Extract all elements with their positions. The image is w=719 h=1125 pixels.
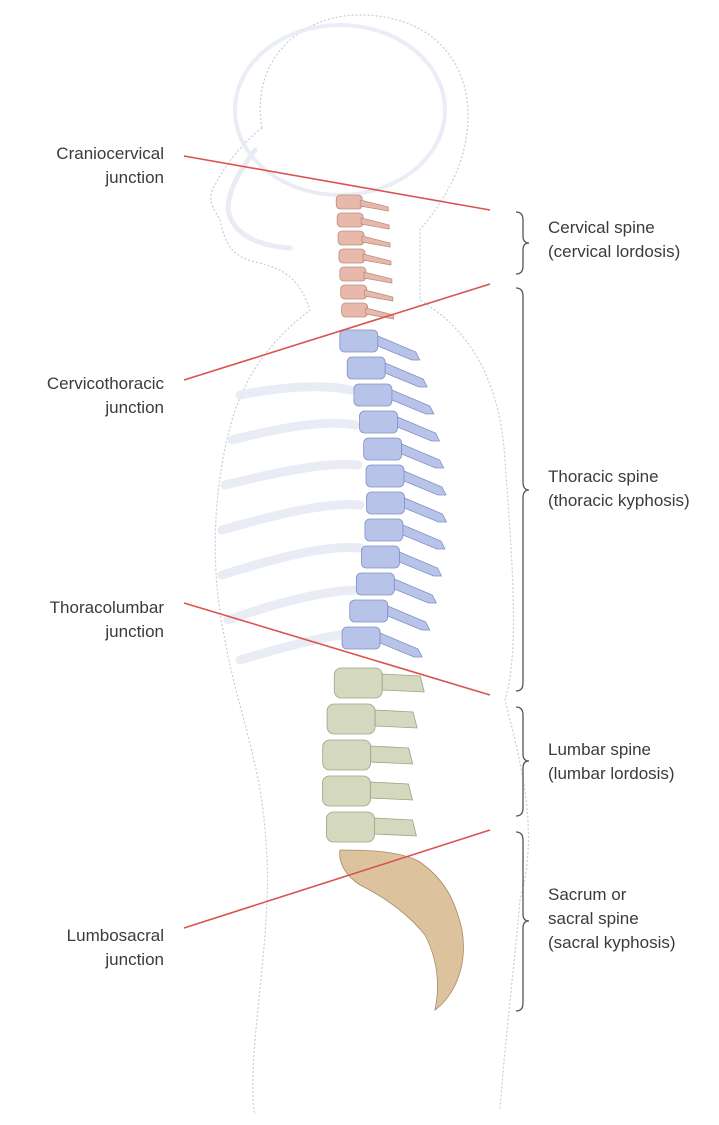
cervical-vertebra [340, 284, 368, 300]
craniocervical-junction-label: Craniocervical junction [20, 142, 164, 190]
label-line: junction [105, 622, 164, 641]
thoracic-vertebra [353, 383, 393, 407]
thoracic-process [377, 335, 421, 361]
thoracic-process [391, 389, 435, 415]
craniocervical-junction-line [183, 155, 491, 211]
lumbar-vertebra [322, 739, 372, 771]
thoracic-vertebra [364, 518, 404, 542]
label-line: junction [105, 168, 164, 187]
thoracic-vertebra [355, 572, 395, 596]
label-line: Cervical spine [548, 218, 655, 237]
thoracolumbar-junction-line [183, 602, 491, 696]
thoracic-spine-label: Thoracic spine (thoracic kyphosis) [548, 465, 690, 513]
label-line: Craniocervical [56, 144, 164, 163]
label-line: sacral spine [548, 909, 639, 928]
thoracic-vertebra [366, 491, 405, 515]
thoracic-vertebra [359, 410, 398, 434]
thoracic-process [384, 362, 428, 388]
lumbosacral-junction-line [183, 829, 491, 929]
cervical-process [361, 235, 391, 248]
lumbar-vertebra [322, 775, 371, 807]
thoracic-vertebra [339, 329, 379, 353]
cervical-spine-label: Cervical spine (cervical lordosis) [548, 216, 680, 264]
label-line: (lumbar lordosis) [548, 764, 675, 783]
body-outline [210, 14, 529, 1116]
cervicothoracic-junction-line [183, 283, 491, 381]
thoracic-process [399, 551, 443, 577]
lumbar-spine-label: Lumbar spine (lumbar lordosis) [548, 738, 675, 786]
lumbar-process [370, 781, 413, 801]
label-line: Sacrum or [548, 885, 627, 904]
thoracic-process [404, 497, 448, 523]
thoracic-process [397, 416, 441, 442]
spine [322, 194, 464, 1011]
label-line: (thoracic kyphosis) [548, 491, 690, 510]
cervical-process [362, 253, 392, 266]
thoracic-vertebra [361, 545, 400, 569]
cervical-vertebra [338, 248, 366, 264]
cervical-vertebra [336, 212, 364, 228]
lumbar-bracket [515, 706, 530, 817]
cervical-process [359, 199, 389, 212]
thoracic-vertebra [363, 437, 403, 461]
lumbar-process [374, 817, 417, 837]
thoracic-bracket [515, 287, 530, 692]
label-line: Thoracic spine [548, 467, 659, 486]
thoracic-process [393, 578, 437, 604]
junction-lines [183, 155, 491, 929]
thoracolumbar-junction-label: Thoracolumbar junction [10, 596, 164, 644]
cervical-process [365, 307, 395, 320]
label-line: junction [105, 950, 164, 969]
thoracic-process [402, 524, 446, 550]
cervical-vertebra [341, 302, 369, 318]
thoracic-process [387, 605, 431, 631]
cervical-vertebra [339, 266, 367, 282]
thoracic-process [379, 632, 423, 658]
thoracic-vertebra [365, 464, 405, 488]
lumbar-process [374, 709, 418, 729]
cervical-vertebra [335, 194, 363, 210]
label-line: (cervical lordosis) [548, 242, 681, 261]
cervical-process [364, 289, 394, 302]
cervical-vertebra [337, 230, 365, 246]
lumbosacral-junction-label: Lumbosacral junction [20, 924, 164, 972]
lumbar-process [381, 673, 425, 693]
sacral-bracket [515, 831, 530, 1012]
region-brackets [515, 211, 530, 1012]
lumbar-process [370, 745, 414, 765]
cervicothoracic-junction-label: Cervicothoracic junction [10, 372, 164, 420]
sacrum [339, 849, 464, 1011]
sacral-spine-label: Sacrum or sacral spine (sacral kyphosis) [548, 883, 676, 955]
label-line: junction [105, 398, 164, 417]
thoracic-vertebra [346, 356, 386, 380]
label-line: Cervicothoracic [46, 374, 164, 393]
thoracic-process [403, 470, 447, 496]
thoracic-vertebra [341, 626, 381, 650]
thoracic-process [401, 443, 445, 469]
cervical-bracket [515, 211, 530, 275]
lumbar-vertebra [333, 667, 383, 699]
label-line: Thoracolumbar [49, 598, 164, 617]
label-line: Lumbosacral [66, 926, 164, 945]
lumbar-vertebra [326, 811, 375, 843]
cervical-process [360, 217, 390, 230]
cervical-process [363, 271, 393, 284]
thoracic-vertebra [349, 599, 389, 623]
label-line: Lumbar spine [548, 740, 652, 759]
lumbar-vertebra [326, 703, 376, 735]
label-line: (sacral kyphosis) [548, 933, 676, 952]
